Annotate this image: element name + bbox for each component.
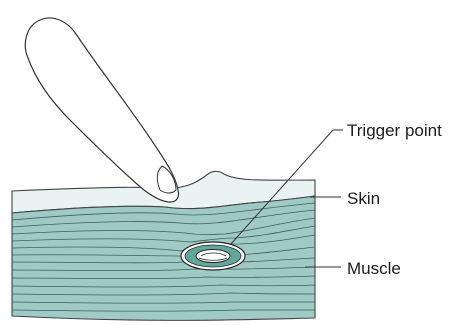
finger-icon	[25, 18, 178, 202]
muscle-label: Muscle	[347, 259, 401, 279]
trigger-point-knot	[181, 242, 245, 270]
trigger-point-label: Trigger point	[347, 121, 442, 141]
skin-label: Skin	[347, 189, 380, 209]
